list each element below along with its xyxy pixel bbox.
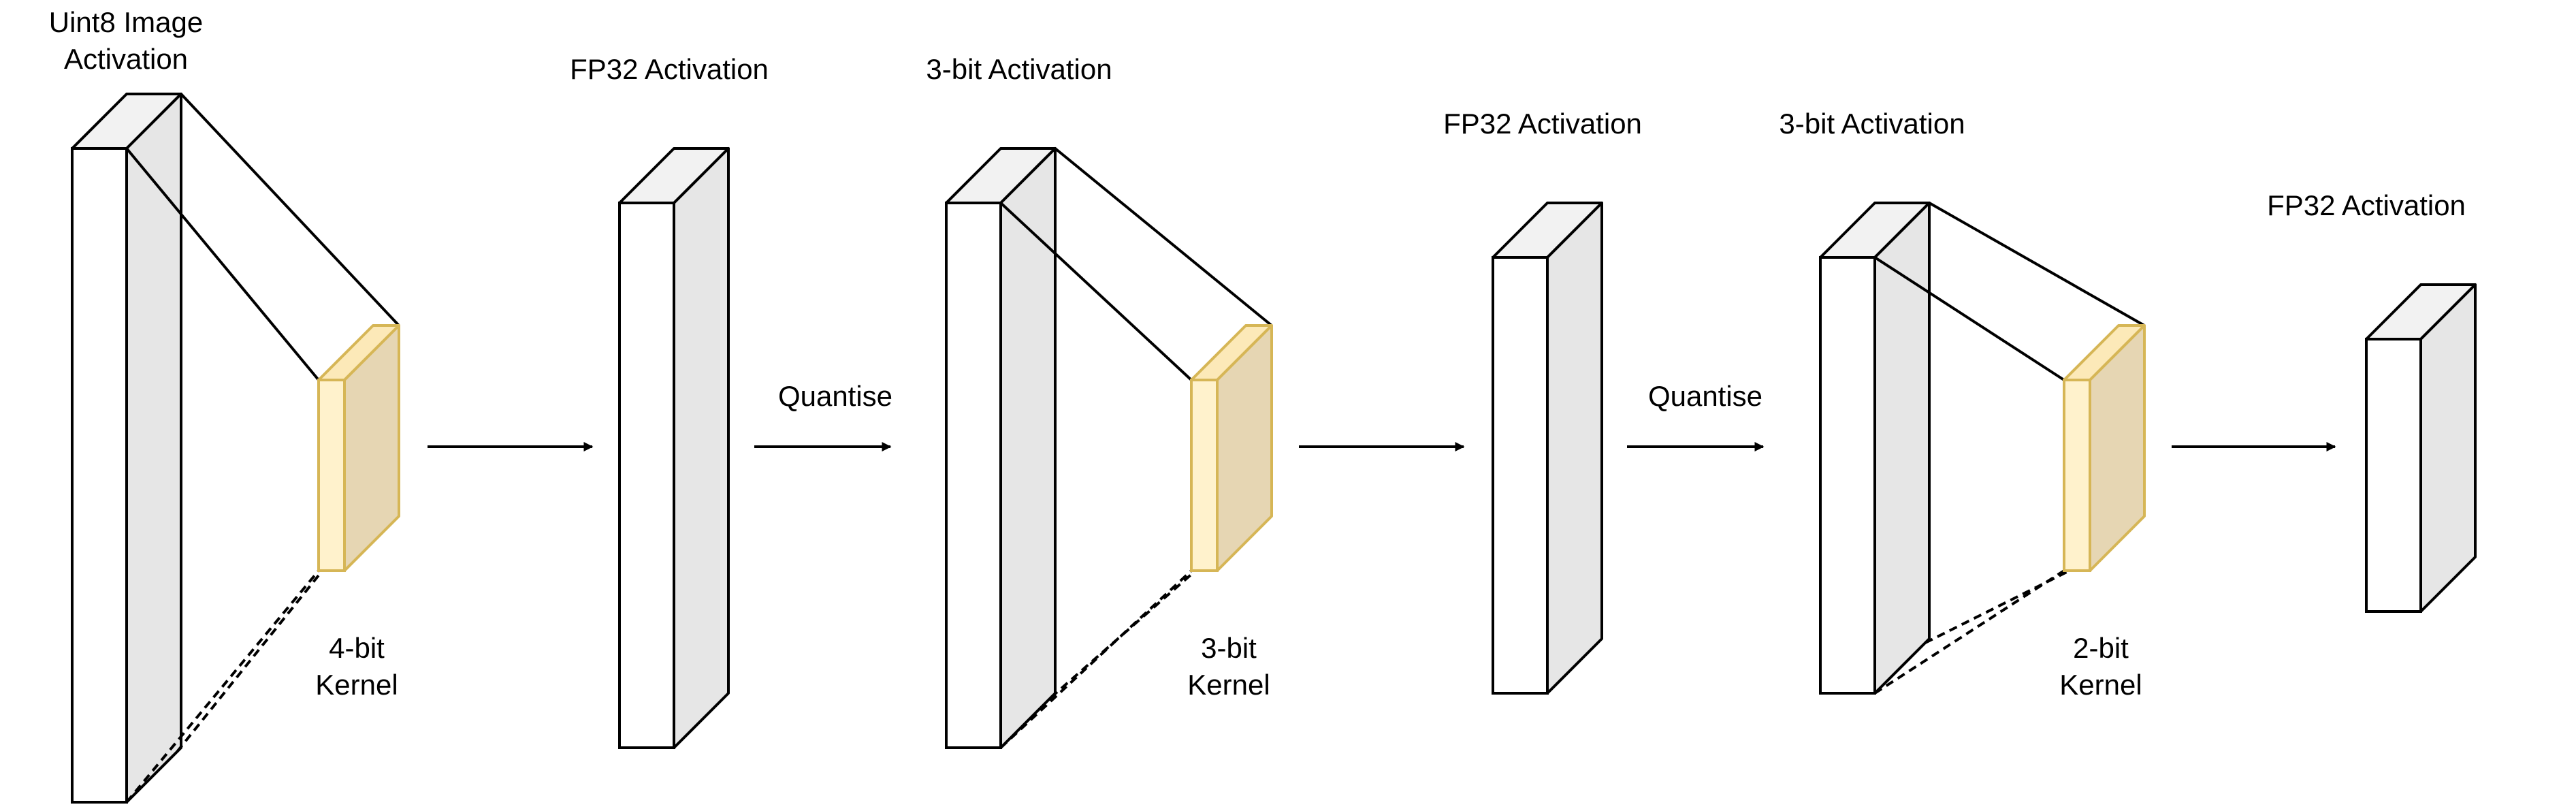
- fp32-activation-2-label: FP32 Activation: [1443, 108, 1642, 140]
- projection-line-upper-back-3: [1929, 202, 2145, 327]
- fp32-activation-block-1-side-face: [673, 147, 730, 749]
- kernel-block-1: [317, 324, 400, 572]
- kernel-3-label-line2: Kernel: [2059, 669, 2142, 701]
- activation-block-conv-3: [1819, 202, 1931, 695]
- activation-block-conv-2-front-face: [945, 202, 1002, 749]
- input-activation-label-line1: Uint8 Image: [49, 6, 203, 38]
- activation-block-conv-2: [945, 147, 1057, 749]
- kernel-block-3-front-face: [2063, 379, 2091, 572]
- projection-line-upper-back-2: [1054, 147, 1273, 327]
- input-activation-label-line2: Activation: [64, 43, 188, 75]
- projection-line-lower-a-3: [1873, 569, 2065, 695]
- fp32-activation-block-2: [1492, 202, 1603, 695]
- fp32-activation-block-2-side-face: [1546, 202, 1603, 695]
- kernel-block-2-front-face: [1190, 379, 1219, 572]
- fp32-activation-3-label: FP32 Activation: [2267, 189, 2466, 221]
- fp32-activation-block-1: [618, 147, 730, 749]
- projection-line-lower-b-2: [1050, 571, 1195, 699]
- fp32-activation-block-3-side-face: [2419, 283, 2477, 613]
- kernel-2-label-line2: Kernel: [1187, 669, 1270, 701]
- kernel-1-label-line1: 4-bit: [329, 632, 385, 664]
- projection-line-upper-front-2: [999, 202, 1193, 381]
- projection-line-upper-back-1: [180, 93, 400, 327]
- activation-block-conv-1-side-face: [125, 93, 182, 804]
- 3bit-activation-1-label: 3-bit Activation: [926, 53, 1112, 85]
- fp32-activation-block-2-front-face: [1492, 256, 1549, 695]
- activation-block-conv-2-side-face: [999, 147, 1057, 749]
- kernel-3-label-line1: 2-bit: [2073, 632, 2129, 664]
- fp32-activation-block-3-front-face: [2365, 338, 2422, 613]
- 3bit-activation-2-label: 3-bit Activation: [1779, 108, 1965, 140]
- activation-block-conv-3-front-face: [1819, 256, 1876, 695]
- activation-block-conv-1-front-face: [71, 147, 128, 804]
- kernel-1-label-line2: Kernel: [315, 669, 398, 701]
- kernel-block-3: [2063, 324, 2146, 572]
- quantise-2-label: Quantise: [1648, 380, 1762, 412]
- kernel-block-1-front-face: [317, 379, 346, 572]
- activation-block-conv-1: [71, 93, 182, 804]
- fp32-activation-block-3: [2365, 283, 2477, 613]
- projection-line-lower-a-1: [125, 569, 320, 804]
- projection-line-upper-front-3: [1873, 256, 2065, 381]
- projection-line-lower-b-1: [176, 571, 323, 753]
- diagram-shapes: [71, 93, 2477, 804]
- fp32-activation-block-1-front-face: [618, 202, 675, 749]
- kernel-2-label-line1: 3-bit: [1201, 632, 1257, 664]
- projection-line-lower-b-3: [1925, 571, 2067, 644]
- projection-line-upper-front-1: [125, 147, 320, 381]
- fp32-activation-1-label: FP32 Activation: [570, 53, 769, 85]
- kernel-block-2: [1190, 324, 1273, 572]
- quantise-1-label: Quantise: [778, 380, 892, 412]
